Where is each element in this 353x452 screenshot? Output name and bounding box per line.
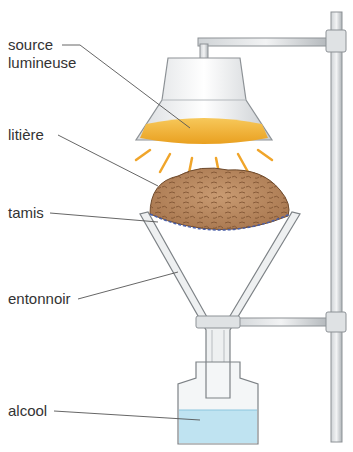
alcohol-label: alcool (8, 402, 88, 420)
sieve-label: tamis (8, 204, 88, 222)
litter-label: litière (8, 126, 88, 144)
lamp-label: source lumineuse (8, 36, 84, 72)
funnel-label: entonnoir (8, 290, 98, 308)
